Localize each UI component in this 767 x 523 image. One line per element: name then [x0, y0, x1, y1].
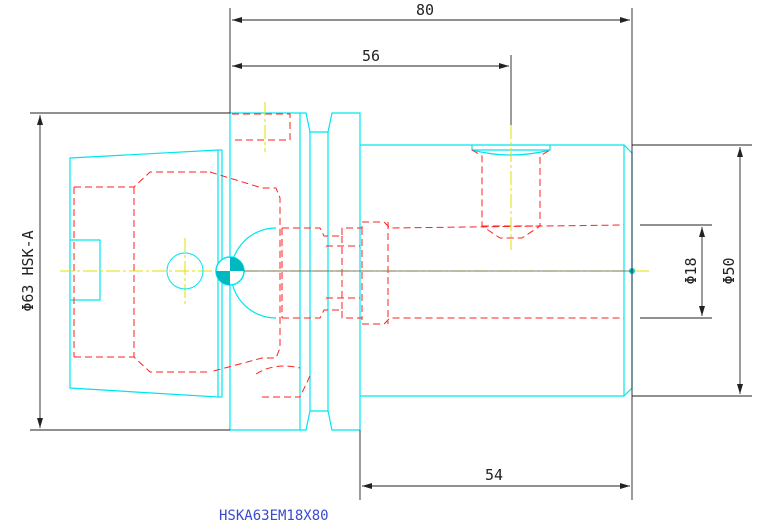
- center-lines: [60, 102, 650, 305]
- dim-flange-diameter: Φ63 HSK-A: [19, 230, 37, 311]
- dim-shank-length: 54: [485, 466, 503, 484]
- dim-overall-length: 80: [416, 1, 434, 19]
- dim-body-diameter: Φ50: [720, 257, 738, 284]
- dim-bore-diameter: Φ18: [682, 257, 700, 284]
- hidden-lines: [73, 113, 625, 398]
- datum-symbol: [215, 256, 245, 286]
- dimension-lines: [30, 8, 752, 500]
- shank-hole-circle: [166, 252, 204, 290]
- dim-inner-length: 56: [362, 47, 380, 65]
- part-label: HSKA63EM18X80: [219, 508, 329, 523]
